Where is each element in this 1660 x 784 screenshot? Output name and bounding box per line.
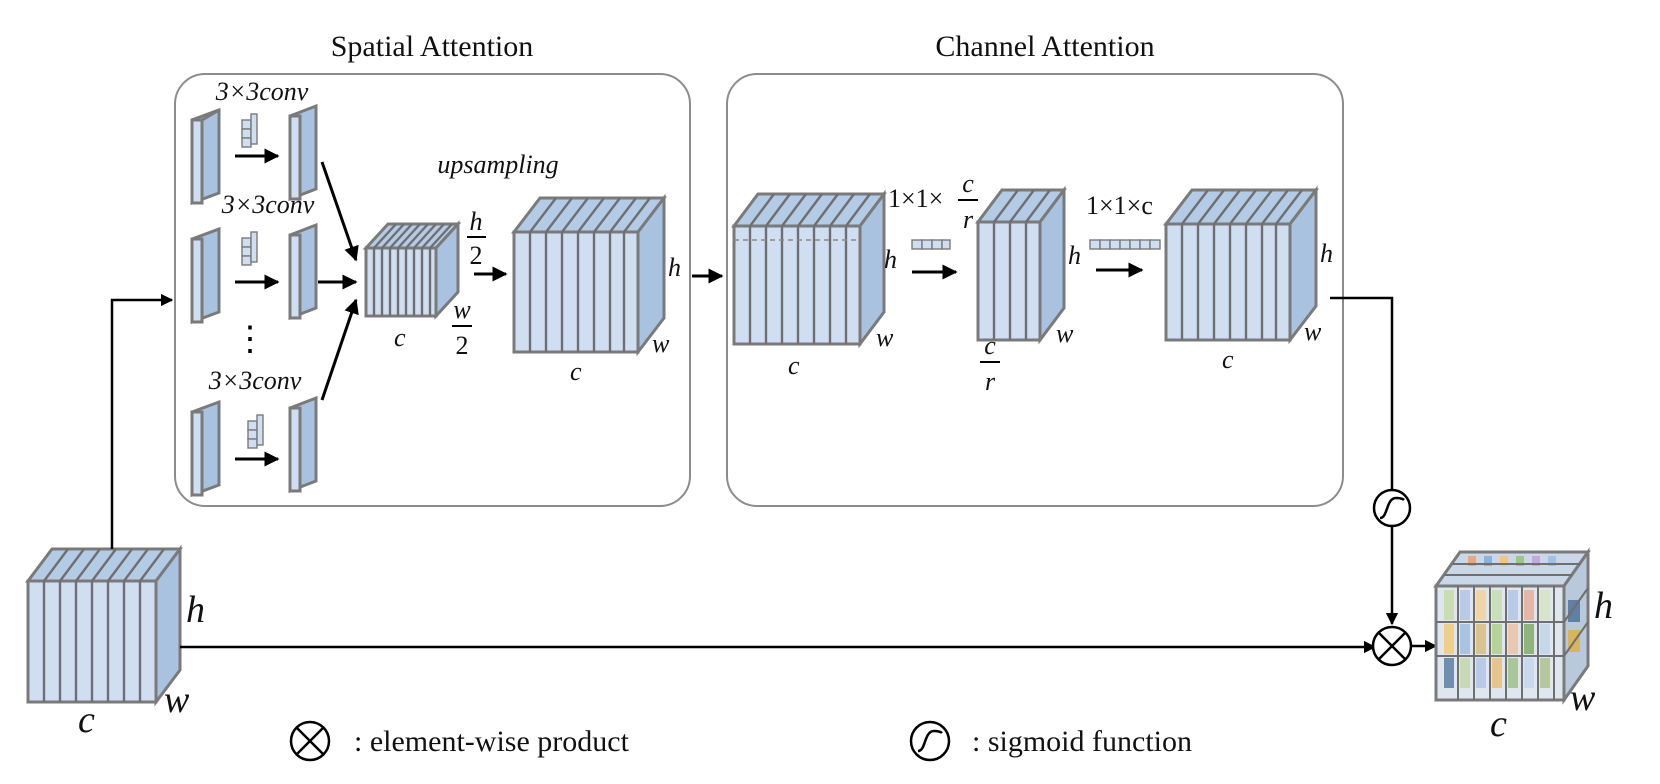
conv-label-1: 3×3conv	[215, 77, 309, 106]
sigmoid-icon	[1372, 488, 1412, 528]
input-w-label: w	[164, 679, 190, 721]
large-w-label: w	[652, 329, 670, 358]
element-wise-product-icon	[1371, 625, 1413, 667]
channel-in-h-label: h	[884, 245, 897, 274]
channel-attention-title: Channel Attention	[935, 30, 1154, 63]
op1-numerator: c	[962, 169, 974, 198]
large-c-label: c	[570, 357, 582, 386]
input-to-spatial-arrow	[110, 293, 174, 549]
legend-sigmoid-icon	[909, 720, 951, 762]
branch-ellipsis: ⋮	[233, 321, 267, 358]
conv-label-3: 3×3conv	[208, 366, 302, 395]
op2-kernel-vector	[1089, 239, 1161, 250]
channel-output-feature-map	[1162, 185, 1320, 345]
op1-denominator: r	[963, 205, 974, 234]
conv-label-2: 3×3conv	[221, 190, 315, 219]
output-h-label: h	[1594, 585, 1613, 627]
out-h-label: h	[1320, 239, 1333, 268]
legend-sigmoid-label: : sigmoid function	[972, 725, 1192, 758]
out-c-label: c	[1222, 345, 1234, 374]
branch-3-merge-arrow	[320, 298, 359, 401]
mid-c-denominator: r	[985, 367, 996, 396]
output-w-label: w	[1570, 677, 1596, 719]
conv-kernel-icon-1	[241, 113, 258, 148]
branch-3-output-slice	[288, 395, 318, 494]
legend-product-label: : element-wise product	[354, 725, 630, 758]
input-h-label: h	[186, 589, 205, 631]
conv-kernel-icon-2	[241, 231, 258, 266]
spatial-attention-title: Spatial Attention	[331, 30, 534, 63]
small-w-numerator: w	[453, 295, 471, 324]
branch-1-input-slice	[190, 107, 221, 206]
branch-1-merge-arrow	[320, 161, 359, 262]
small-h-numerator: h	[470, 207, 483, 236]
input-feature-map	[25, 544, 183, 707]
small-w-denominator: 2	[456, 331, 469, 360]
output-c-label: c	[1490, 703, 1507, 745]
branch-2-input-slice	[190, 226, 221, 325]
input-c-label: c	[78, 699, 95, 741]
upsampled-feature-map	[510, 193, 668, 357]
op2-label: 1×1×c	[1086, 191, 1153, 220]
mid-w-label: w	[1056, 319, 1074, 348]
small-c-label: c	[394, 323, 406, 352]
legend-product-icon	[289, 720, 331, 762]
channel-in-c-label: c	[788, 351, 800, 380]
branch-2-output-slice	[288, 222, 318, 321]
channel-to-sigmoid-line	[1330, 296, 1394, 490]
reduced-feature-map	[975, 185, 1067, 345]
op1-prefix: 1×1×	[888, 184, 943, 213]
mid-c-numerator: c	[984, 331, 996, 360]
out-w-label: w	[1304, 317, 1322, 346]
branch-1-output-slice	[288, 103, 318, 202]
concatenated-feature-map	[362, 220, 462, 320]
channel-input-feature-map	[731, 189, 887, 349]
branch-3-input-slice	[190, 399, 221, 498]
channel-in-w-label: w	[876, 323, 894, 352]
output-feature-map	[1433, 547, 1591, 705]
op1-kernel-vector	[911, 239, 951, 250]
large-h-label: h	[668, 253, 681, 282]
conv-kernel-icon-3	[247, 414, 264, 449]
upsampling-label: upsampling	[437, 150, 558, 179]
small-h-denominator: 2	[470, 241, 483, 270]
mid-h-label: h	[1068, 241, 1081, 270]
